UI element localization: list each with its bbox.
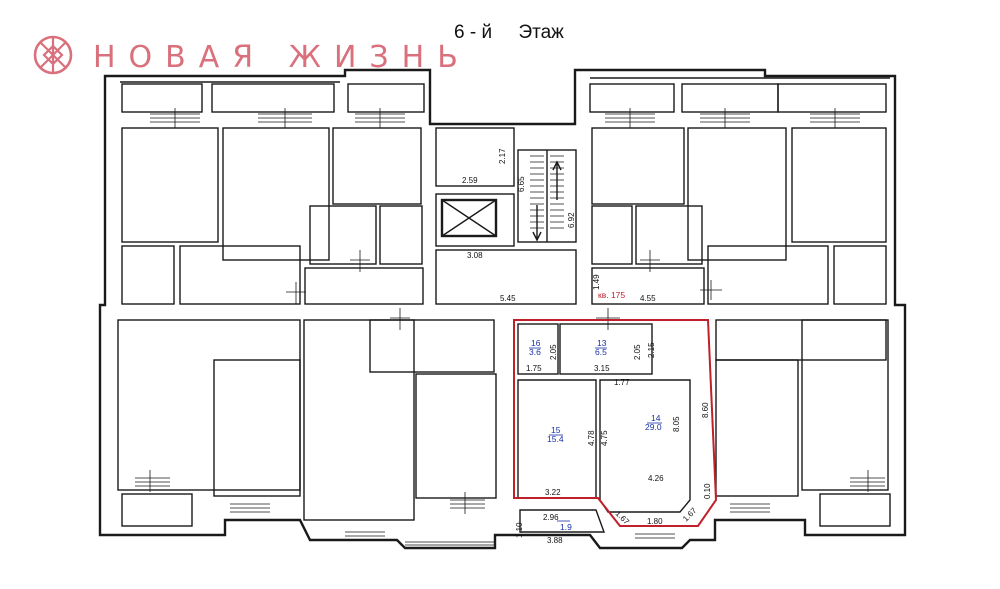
room-14-number: 14 xyxy=(651,413,661,423)
dim-1-77: 1.77 xyxy=(614,378,630,387)
room-16-area: 3.6 xyxy=(529,347,541,357)
room-labels: 16 3.6 13 6.5 15 15.4 14 29.0 1.9 xyxy=(529,338,662,532)
apartment-outline xyxy=(513,319,718,527)
apartment-label: кв. 175 xyxy=(598,290,625,300)
dim-0-10: 0.10 xyxy=(703,483,712,499)
dim-2-59: 2.59 xyxy=(462,176,478,185)
dim-2-05b: 2.05 xyxy=(633,344,642,360)
right-balcony xyxy=(819,493,891,527)
dim-1-10: 1.10 xyxy=(515,522,524,538)
left-lower-rooms xyxy=(117,319,497,527)
top-balconies xyxy=(121,83,887,113)
apartment-175 xyxy=(513,319,718,533)
dim-4-26: 4.26 xyxy=(648,474,664,483)
right-upper-rooms xyxy=(591,127,887,305)
dim-2-96: 2.96 xyxy=(543,513,559,522)
dimension-labels: 2.17 2.59 6.65 6.92 3.08 5.45 1.49 4.55 … xyxy=(462,148,712,545)
room-14-area: 29.0 xyxy=(645,422,662,432)
dim-6-92: 6.92 xyxy=(567,212,576,228)
room-loggia xyxy=(519,509,605,533)
left-upper-rooms xyxy=(121,127,424,305)
room-15-area: 15.4 xyxy=(547,434,564,444)
logo-icon xyxy=(33,35,73,75)
dim-6-65: 6.65 xyxy=(517,176,526,192)
windows xyxy=(135,108,885,546)
room-13-number: 13 xyxy=(597,338,607,348)
loggia-area: 1.9 xyxy=(560,522,572,532)
dim-2-17: 2.17 xyxy=(498,148,507,164)
dim-3-08: 3.08 xyxy=(467,251,483,260)
elevator-shaft xyxy=(435,193,515,247)
left-balcony xyxy=(121,493,193,527)
dim-3-22: 3.22 xyxy=(545,488,561,497)
right-lower-rooms xyxy=(715,319,891,527)
central-core xyxy=(435,127,577,305)
outer-walls xyxy=(98,68,907,550)
dim-4-75: 4.75 xyxy=(600,430,609,446)
dim-8-05: 8.05 xyxy=(672,416,681,432)
dim-1-49: 1.49 xyxy=(592,274,601,290)
dim-4-55: 4.55 xyxy=(640,294,656,303)
dim-8-60: 8.60 xyxy=(701,402,710,418)
room-16-number: 16 xyxy=(531,338,541,348)
dim-2-15: 2.15 xyxy=(647,342,656,358)
dim-3-15: 3.15 xyxy=(594,364,610,373)
room-15-number: 15 xyxy=(551,425,561,435)
floor-title: 6 - й Этаж xyxy=(454,22,564,43)
dim-4-78: 4.78 xyxy=(587,430,596,446)
room-16 xyxy=(517,323,559,375)
dim-1-80: 1.80 xyxy=(647,517,663,526)
room-13 xyxy=(559,323,653,375)
elevator-icon xyxy=(440,198,498,238)
dim-3-88: 3.88 xyxy=(547,536,563,545)
dim-2-05a: 2.05 xyxy=(549,344,558,360)
room-13-area: 6.5 xyxy=(595,347,607,357)
dim-5-45: 5.45 xyxy=(500,294,516,303)
dim-1-75: 1.75 xyxy=(526,364,542,373)
room-14 xyxy=(599,379,691,513)
